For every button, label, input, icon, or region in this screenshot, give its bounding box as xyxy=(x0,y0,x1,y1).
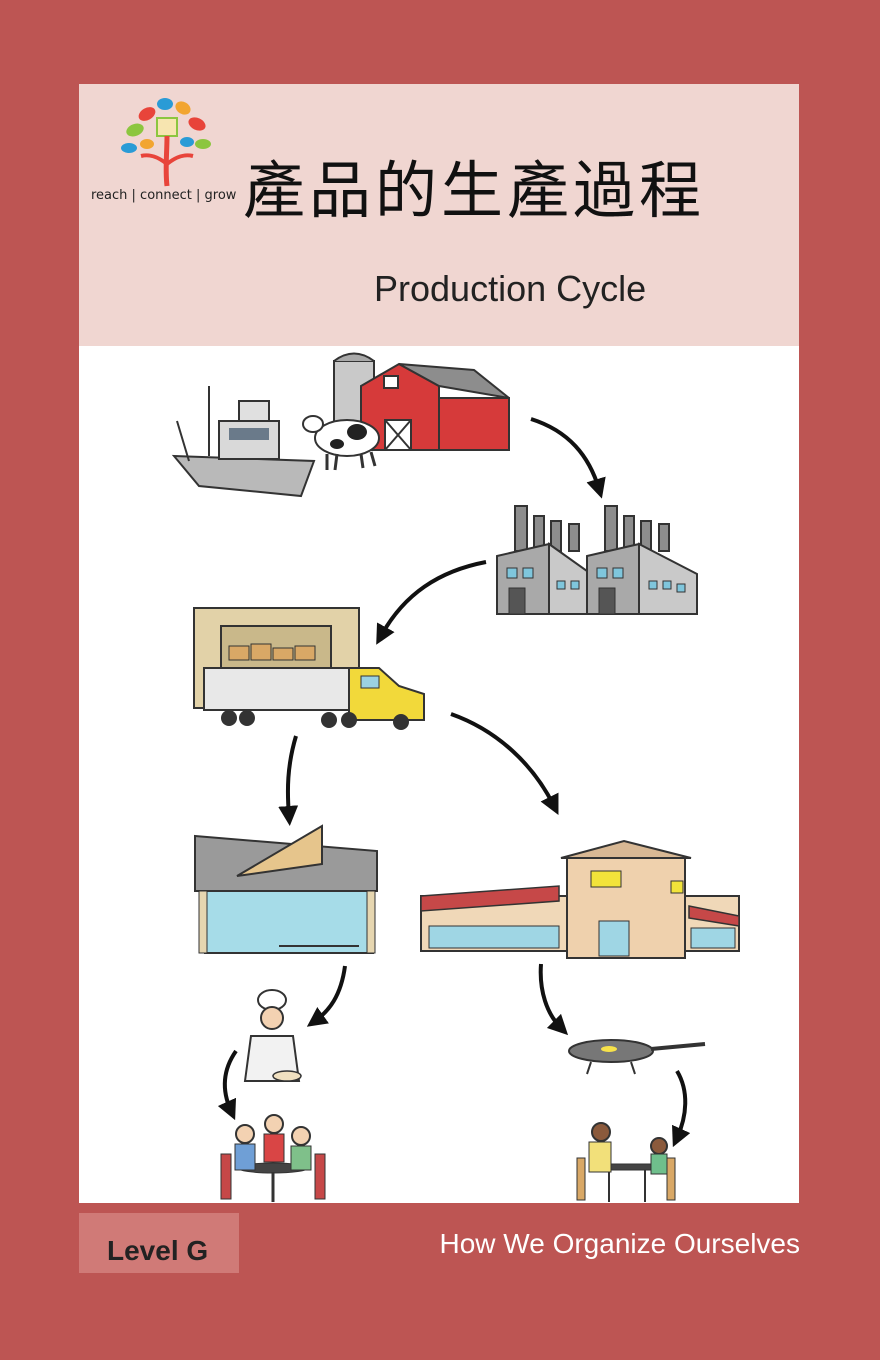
arrow-icon xyxy=(306,965,347,1027)
arrow-icon xyxy=(450,712,559,815)
home-dining-icon xyxy=(576,1122,676,1202)
production-cycle-illustration xyxy=(171,352,740,1202)
title-chinese: 產品的生產過程 xyxy=(243,154,706,227)
chef-icon xyxy=(243,989,302,1082)
family-dining-icon xyxy=(220,1114,326,1202)
warehouse-truck-icon xyxy=(193,607,425,730)
logo-tagline: reach | connect | grow xyxy=(91,188,237,203)
shopping-mall-icon xyxy=(420,839,740,959)
level-label: Level G xyxy=(107,1235,209,1266)
title-english: Production Cycle xyxy=(374,268,647,309)
restaurant-icon xyxy=(194,824,378,954)
arrow-icon xyxy=(672,1069,691,1148)
book-cover: reach | connect | grow 產品的生產過程 Productio… xyxy=(79,84,799,1203)
arrow-icon xyxy=(530,417,606,499)
theme-label: How We Organize Ourselves xyxy=(439,1228,801,1259)
frying-pan-icon xyxy=(568,1039,706,1075)
arrow-icon xyxy=(376,560,487,645)
farm-barn-icon xyxy=(333,352,510,451)
cow-icon xyxy=(302,415,380,471)
arrow-icon xyxy=(278,735,299,826)
cover-header: reach | connect | grow 產品的生產過程 Productio… xyxy=(79,84,799,346)
boat-icon xyxy=(171,386,316,498)
arrow-icon xyxy=(538,963,569,1036)
level-badge: Level G xyxy=(79,1213,239,1273)
factory-icon xyxy=(496,505,698,615)
tree-people-logo-icon xyxy=(121,98,211,187)
arrow-icon xyxy=(217,1049,238,1121)
